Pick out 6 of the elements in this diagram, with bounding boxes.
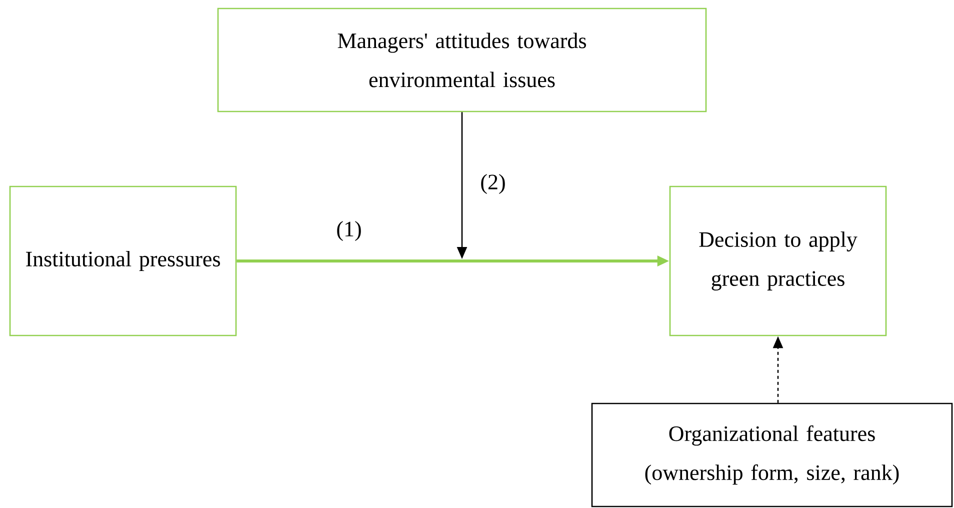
edge-label: (2) xyxy=(479,173,507,195)
edge-label: (1) xyxy=(335,220,363,242)
text-box: Organizational features (ownership form, size, rank) xyxy=(591,402,953,508)
text-box: Managers' attitudes towards environmental issues xyxy=(217,8,707,112)
text-box: Decision to apply green practices xyxy=(669,186,887,336)
text-box: Institutional pressures xyxy=(9,186,237,336)
